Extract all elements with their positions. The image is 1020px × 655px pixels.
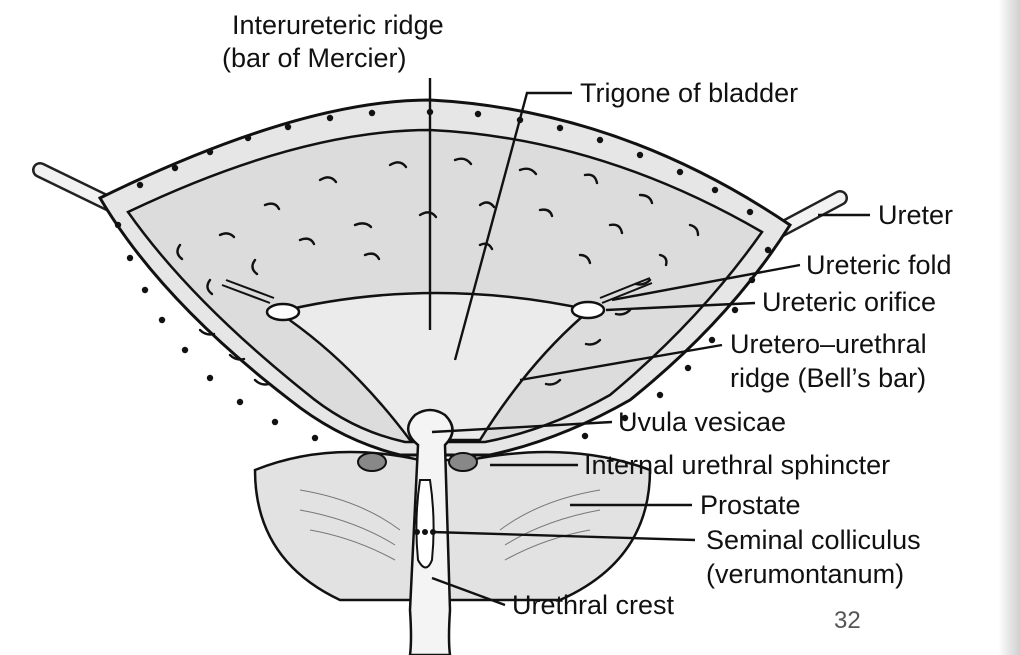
seminal-colliculus: [414, 480, 436, 568]
label-prostate: Prostate: [700, 490, 801, 520]
label-verumontanum: (verumontanum): [706, 559, 904, 589]
label-ureter: Ureter: [878, 200, 953, 230]
label-uvula-vesicae: Uvula vesicae: [618, 407, 786, 437]
label-trigone: Trigone of bladder: [580, 78, 798, 108]
label-interureteric-ridge: Interureteric ridge: [232, 10, 444, 40]
page-number: 32: [834, 607, 861, 634]
label-ureteric-fold: Ureteric fold: [806, 250, 952, 280]
label-internal-sphincter: Internal urethral sphincter: [584, 450, 890, 480]
label-uretero-urethral: Uretero–urethral: [730, 329, 927, 359]
label-bells-bar: ridge (Bell’s bar): [730, 363, 926, 393]
label-urethral-crest: Urethral crest: [512, 590, 675, 620]
label-ureteric-orifice: Ureteric orifice: [762, 287, 936, 317]
label-bar-of-mercier: (bar of Mercier): [222, 43, 407, 73]
label-seminal-colliculus: Seminal colliculus: [706, 525, 921, 555]
